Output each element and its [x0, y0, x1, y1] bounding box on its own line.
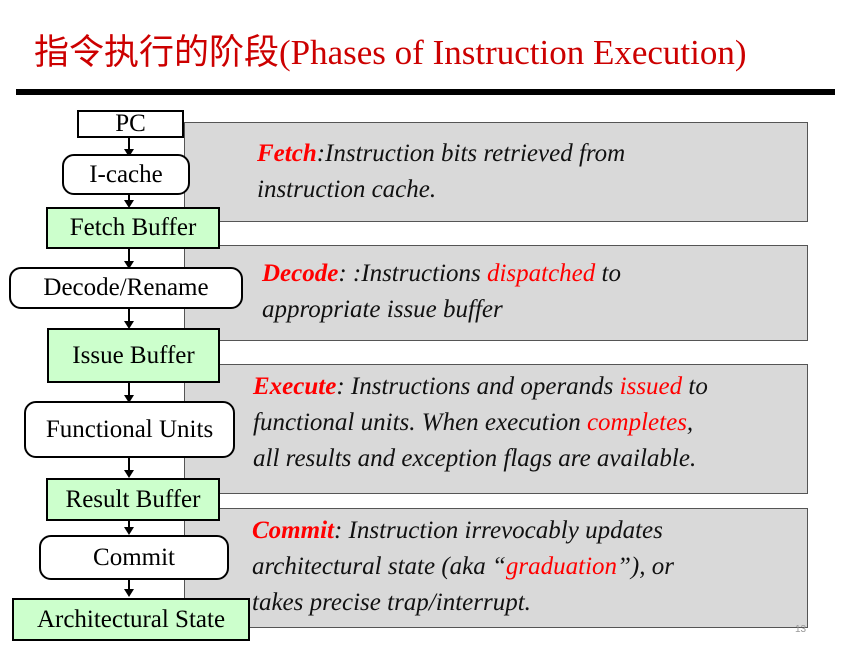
page-number: 13	[795, 624, 807, 635]
graduation-highlight: graduation	[505, 553, 618, 580]
connector-icache-fetch	[128, 194, 130, 200]
slide-title: 指令执行的阶段(Phases of Instruction Execution)	[34, 33, 747, 72]
connector-decode-issue	[128, 309, 130, 321]
arrow-down-icon	[124, 589, 134, 597]
arrow-down-icon	[124, 527, 134, 535]
result-buffer-box: Result Buffer	[46, 478, 220, 521]
decode-keyword: Decode	[262, 260, 339, 287]
connector-issue-functional	[128, 383, 130, 395]
architectural-state-box: Architectural State	[12, 598, 250, 641]
arrow-down-icon	[124, 470, 134, 478]
functional-units-box: Functional Units	[24, 401, 235, 458]
icache-box: I-cache	[62, 154, 190, 195]
commit-panel	[184, 508, 808, 628]
fetch-panel	[184, 122, 808, 222]
arrow-down-icon	[124, 395, 134, 403]
arrow-down-icon	[124, 261, 134, 269]
connector-commit-archstate	[128, 580, 130, 589]
arrow-down-icon	[124, 149, 134, 157]
commit-description: Commit: Instruction irrevocably updates …	[252, 517, 674, 616]
decode-rename-box: Decode/Rename	[9, 267, 243, 309]
commit-keyword: Commit	[252, 517, 334, 544]
issue-buffer-box: Issue Buffer	[47, 328, 220, 383]
fetch-buffer-box: Fetch Buffer	[46, 207, 220, 249]
connector-pc-icache	[128, 137, 130, 149]
execute-panel	[184, 364, 808, 494]
issued-highlight: issued	[619, 373, 683, 400]
arrow-down-icon	[124, 200, 134, 208]
connector-fetch-decode	[128, 249, 130, 261]
fetch-keyword: Fetch	[257, 140, 317, 167]
dispatched-highlight: dispatched	[486, 260, 596, 287]
execute-description: Execute: Instructions and operands issue…	[253, 373, 708, 472]
connector-result-commit	[128, 521, 130, 527]
connector-functional-result	[128, 458, 130, 470]
completes-highlight: completes	[586, 409, 687, 436]
pc-box: PC	[77, 110, 184, 138]
execute-keyword: Execute	[253, 373, 337, 400]
commit-box: Commit	[39, 535, 229, 580]
title-divider	[16, 89, 835, 95]
fetch-description: Fetch:Instruction bits retrieved from in…	[257, 140, 626, 203]
arrow-down-icon	[124, 321, 134, 329]
decode-panel	[184, 245, 808, 341]
decode-description: Decode: :Instructions dispatched to appr…	[262, 260, 621, 323]
